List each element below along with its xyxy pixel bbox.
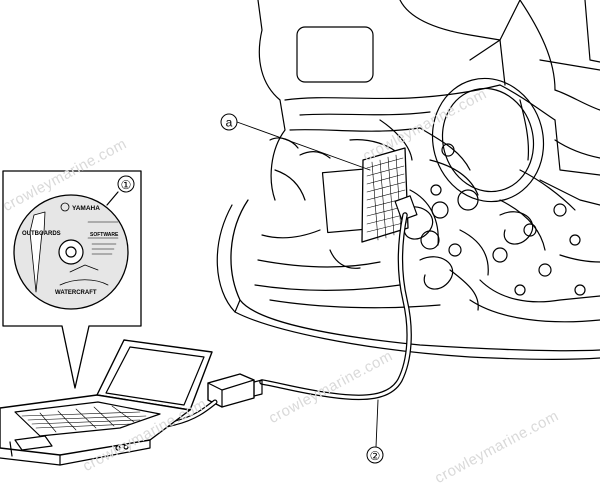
- callout-2-label: ②: [370, 449, 381, 463]
- callout-a-label: a: [226, 116, 233, 130]
- callout-1-circle: [117, 175, 135, 193]
- cd-brand-text: YAMAHA: [72, 205, 100, 212]
- cd-watercraft-text: WATERCRAFT: [55, 290, 97, 296]
- laptop: [0, 339, 213, 466]
- cd-software-text: SOFTWARE: [90, 232, 119, 238]
- adapter-cable: [259, 212, 412, 401]
- diagram-drawing: a ① ② YAMAHA OUTBOARDS SOFTWARE WATERCRA…: [0, 0, 600, 466]
- callout-2-circle: [366, 446, 384, 464]
- communication-adapter: [207, 373, 263, 408]
- callout-1-label: ①: [121, 178, 132, 192]
- diagnostic-connector-panel: [361, 147, 418, 243]
- callout-a-leader: [236, 121, 371, 171]
- cd-outboards-text: OUTBOARDS: [22, 231, 61, 237]
- callout-a-circle: [220, 113, 238, 131]
- software-cd-callout: [2, 170, 142, 389]
- callout-2-leader: [375, 399, 379, 448]
